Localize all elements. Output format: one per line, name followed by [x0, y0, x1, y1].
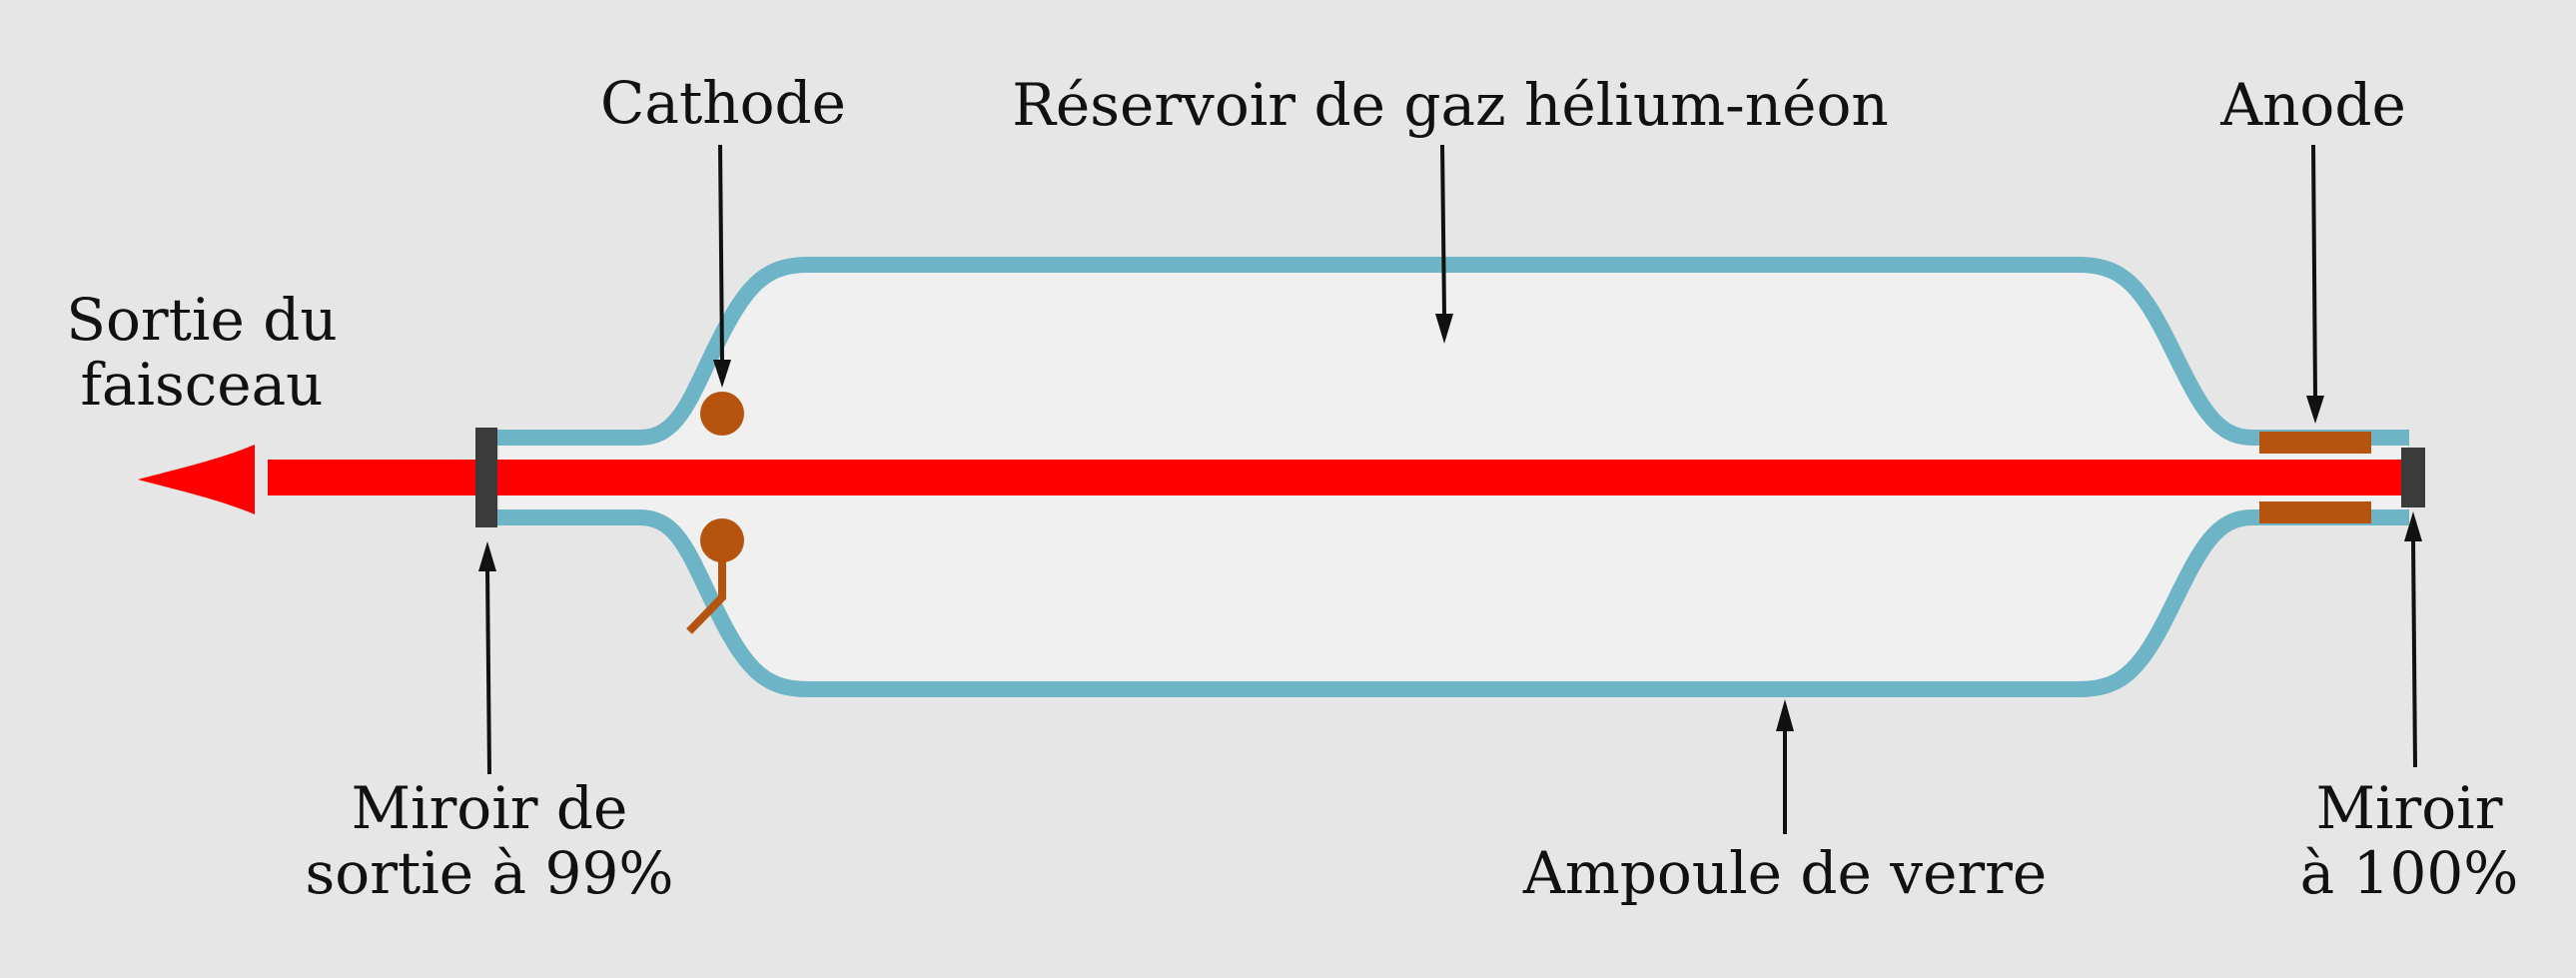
- cathode-lead: [686, 559, 726, 634]
- full-mirror-pointer: [2404, 511, 2422, 768]
- output-mirror-label-line2: sortie à 99%: [306, 839, 674, 907]
- full-mirror-label-line2: à 100%: [2300, 839, 2519, 907]
- beam-output-label-line2: faisceau: [80, 351, 323, 419]
- reservoir-label: Réservoir de gaz hélium-néon: [1012, 71, 1888, 139]
- cathode-bottom: [700, 518, 744, 562]
- full-mirror: [2401, 448, 2425, 507]
- anode-electrode-top: [2259, 432, 2371, 454]
- glass-bulb-label: Ampoule de verre: [1522, 839, 2047, 907]
- beam-output-arrowhead: [138, 445, 255, 514]
- cathode-pointer: [713, 144, 731, 388]
- laser-beam: [268, 460, 2405, 495]
- anode-electrode-bottom: [2259, 501, 2371, 523]
- anode-pointer: [2306, 144, 2324, 424]
- output-mirror-label-line1: Miroir de: [352, 774, 628, 842]
- reservoir-pointer: [1435, 144, 1453, 344]
- output-mirror-pointer: [478, 541, 496, 775]
- anode-label: Anode: [2219, 71, 2406, 139]
- beam-output-label-line1: Sortie du: [66, 286, 337, 354]
- glass-bulb-outline-bottom: [497, 509, 2409, 697]
- full-mirror-label-line1: Miroir: [2316, 774, 2503, 842]
- cathode-label: Cathode: [600, 69, 846, 137]
- cathode-top: [700, 392, 744, 436]
- glass-bulb-pointer: [1776, 699, 1794, 834]
- output-mirror: [475, 428, 497, 527]
